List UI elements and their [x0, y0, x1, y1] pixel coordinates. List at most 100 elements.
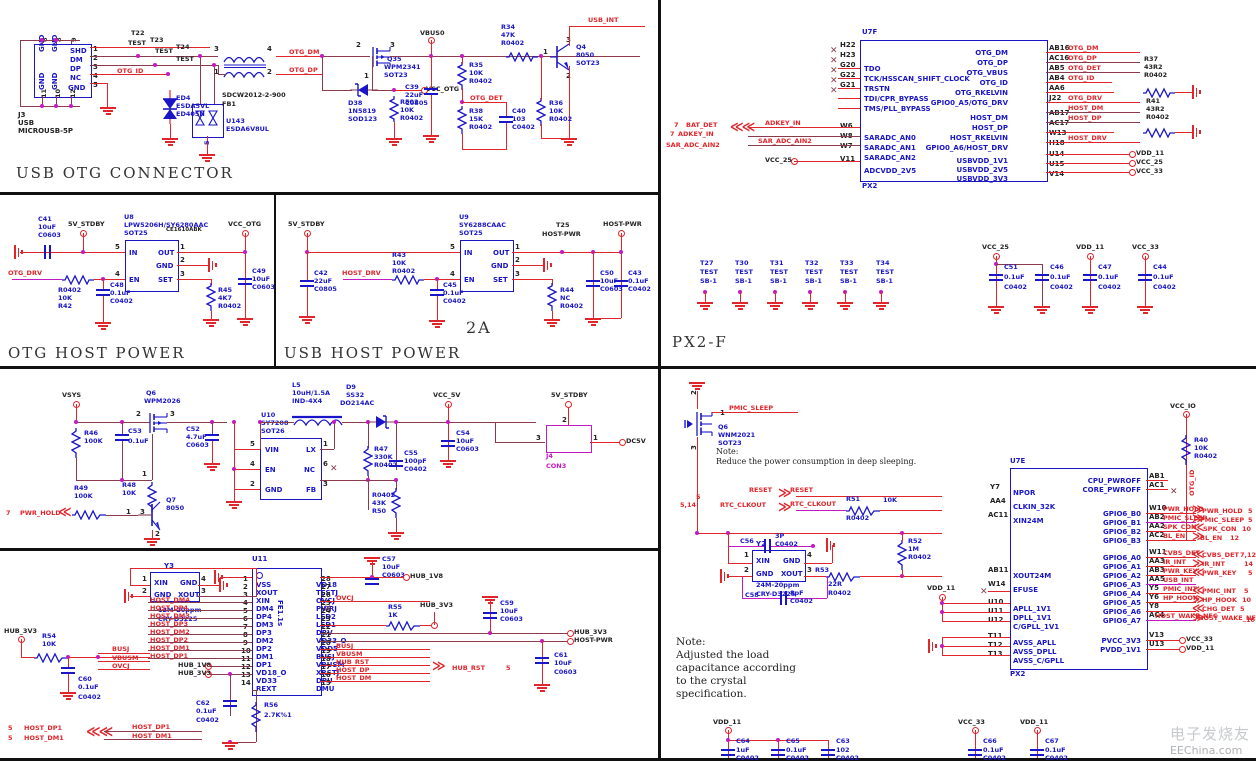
wire-u11-vbusm: [320, 657, 430, 658]
inductor-l5[interactable]: [290, 414, 348, 433]
ferrite-fb1[interactable]: [222, 50, 280, 84]
resistor-r502[interactable]: [389, 96, 399, 122]
ic-u10-body[interactable]: [260, 438, 322, 500]
offpage-reset-arrow[interactable]: ≫: [778, 486, 792, 501]
resistor-r56[interactable]: [251, 702, 261, 732]
u7f-pin-an0: SARADC_AN0: [864, 134, 916, 142]
junction-c55-top: [394, 420, 398, 424]
resistor-r40[interactable]: [1181, 435, 1191, 465]
ic-u8-body[interactable]: [125, 240, 179, 292]
y2-pin-xout: XOUT: [781, 570, 803, 578]
resistor-r48[interactable]: [147, 482, 157, 512]
wire-an2: [748, 145, 860, 146]
fb1-pin3: 3: [214, 45, 219, 53]
gnd-c52: [204, 463, 220, 472]
resistor-r49[interactable]: [72, 509, 106, 520]
resistor-r35[interactable]: [457, 62, 467, 90]
transistor-q4[interactable]: [550, 42, 576, 76]
crystal-y3-body[interactable]: [150, 572, 200, 602]
c62-ref: C62: [196, 699, 210, 707]
resistor-r51[interactable]: [846, 505, 880, 516]
connector-j3-body[interactable]: [34, 44, 92, 98]
esd-array-u143[interactable]: [192, 104, 224, 138]
wire-host-pwr-v: [621, 233, 622, 318]
tp-t31-name: TEST: [770, 268, 788, 276]
c46-value: 0.1uF: [1050, 273, 1071, 281]
c59-ref: C59: [500, 599, 514, 607]
c64-value: 1uF: [736, 746, 750, 754]
j3-pinnum-5: 5: [93, 81, 98, 89]
u7e-pin-avss-dpll: AVSS_DPLL: [1013, 648, 1057, 656]
resistor-r52[interactable]: [897, 540, 907, 570]
tp-stem-5: [881, 292, 882, 302]
c41-value: 10uF: [38, 223, 57, 231]
net-sar-adc-ain2: SAR_ADC_AIN2: [758, 137, 812, 145]
resistor-r43[interactable]: [392, 274, 424, 285]
crystal-y2-body[interactable]: [752, 550, 806, 582]
resistor-r46[interactable]: [71, 428, 81, 458]
resistor-r38[interactable]: [457, 106, 467, 134]
u7e-num-ac4: AC4: [1149, 611, 1165, 619]
c39-fp: C0805: [405, 99, 428, 107]
resistor-r44[interactable]: [547, 283, 557, 311]
resistor-r36[interactable]: [536, 98, 546, 126]
mosfet-q35[interactable]: [368, 44, 394, 74]
schottky-d38[interactable]: [350, 82, 378, 102]
t23-ref: T23: [150, 36, 164, 44]
connector-j4-body[interactable]: [546, 425, 592, 453]
ic-u7e-body[interactable]: [1010, 468, 1148, 670]
net-vbus0: VBUS0: [420, 29, 445, 37]
offpage-pwr-hold[interactable]: ≪: [58, 505, 72, 520]
wire-j3-left: [20, 40, 21, 106]
net-hp-hook: HP_HOOK: [1163, 594, 1198, 602]
net-vcc-otg-out: VCC_OTG: [228, 220, 262, 228]
u11-pin-dp2: DP2: [256, 645, 272, 653]
u7f-pin-otgdp: OTG_DP: [977, 59, 1008, 67]
divider-h-mid: [0, 366, 660, 369]
wire-fb1-otgdp: [276, 74, 322, 75]
u10-pin-en: EN: [265, 466, 276, 474]
resistor-r50[interactable]: [391, 488, 401, 518]
wire-j3-p5-gnd: [90, 83, 108, 84]
resistor-r45[interactable]: [206, 283, 216, 311]
net-ir-int: IR_INT: [1163, 558, 1186, 566]
resistor-r42[interactable]: [62, 274, 94, 285]
esd-diode-ed4[interactable]: [160, 90, 180, 128]
resistor-r54[interactable]: [34, 652, 68, 663]
resistor-r37[interactable]: [1143, 87, 1175, 98]
earth-c41-left: [14, 245, 25, 259]
t25-name: HOST-PWR: [542, 230, 581, 238]
offpage-gpio-arrows-3[interactable]: ≪≫≪≫: [1192, 583, 1204, 624]
mosfet-q6-pmic[interactable]: [684, 409, 714, 443]
resistor-r47[interactable]: [363, 446, 373, 476]
offpage-arrows-left[interactable]: ≪≪: [730, 120, 755, 135]
wire-c53-top: [122, 422, 123, 434]
offpage-rtc-arrow[interactable]: ≫: [778, 500, 792, 515]
resistor-r34[interactable]: [506, 51, 538, 62]
ic-u11-body[interactable]: [252, 568, 322, 696]
dec-net-vcc33: VCC_33: [1132, 243, 1159, 251]
u7e-num-u10: U10: [988, 598, 1004, 606]
offpage-hub-rst-arrow[interactable]: ≫: [432, 659, 446, 674]
gnd-c59: [482, 596, 498, 605]
c54-value: 10uF: [456, 437, 475, 445]
offpage-gpio-arrows-2[interactable]: ≪≫≪: [1192, 547, 1204, 579]
r46-ref: R46: [84, 429, 99, 437]
resistor-r41[interactable]: [1143, 127, 1175, 138]
l5-ref: L5: [292, 381, 301, 389]
resistor-r55[interactable]: [386, 620, 420, 631]
u7f-ref: U7F: [862, 28, 878, 36]
r50-ref: R50: [372, 507, 387, 515]
ic-u7f-body[interactable]: [860, 40, 1048, 182]
ic-u9-body[interactable]: [460, 240, 514, 292]
u7f-num-w13: W13: [1049, 129, 1067, 137]
offpage-gpio-arrows-1[interactable]: ≫≫≪≫: [1192, 502, 1204, 543]
resistor-r53[interactable]: [826, 571, 860, 582]
y2-fp: CRY-D3225: [756, 590, 796, 598]
wire-xin24m: [697, 533, 942, 534]
offpage-arrows-hostdx1[interactable]: ≪≪: [86, 724, 113, 740]
r49-ref: R49: [74, 484, 89, 492]
wire-u7f-otgdrv: [1046, 102, 1140, 103]
mosfet-q6[interactable]: [145, 410, 171, 440]
diode-d9[interactable]: [368, 414, 396, 434]
